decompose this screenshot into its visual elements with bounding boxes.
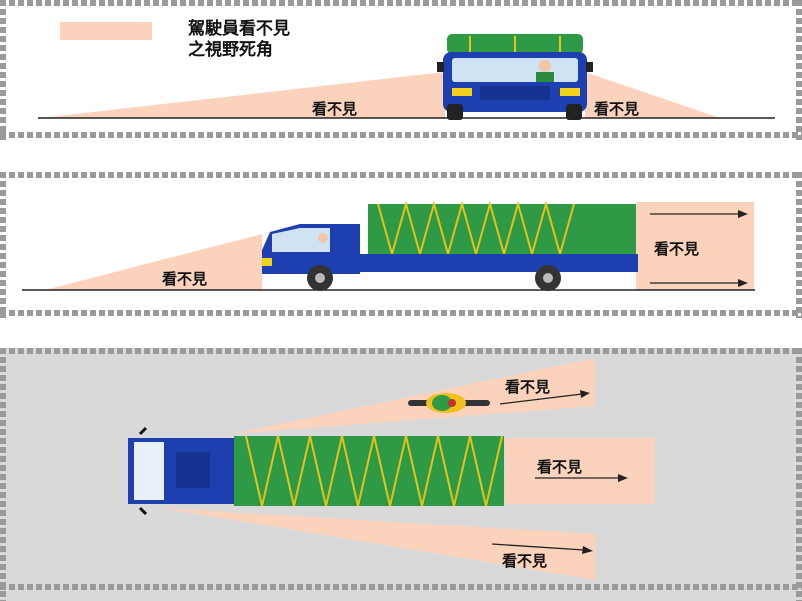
front-left-blind-zone (40, 72, 445, 118)
top-rear-blind-zone (505, 438, 655, 504)
label-side-rear: 看不見 (654, 240, 700, 258)
legend-swatch (60, 22, 152, 40)
label-front-left: 看不見 (312, 100, 358, 118)
label-side-front: 看不見 (162, 270, 208, 288)
truck-side-icon (262, 200, 638, 291)
top-bottom-blind-zone (160, 508, 595, 580)
legend-text-line2: 之視野死角 (188, 40, 273, 60)
panel-top-view: 看不見 看不見 看不見 (0, 348, 802, 601)
top-view-drawing (128, 358, 655, 580)
label-top-rear: 看不見 (537, 458, 583, 476)
label-front-right: 看不見 (594, 100, 640, 118)
panel-side-view: 看不見 看不見 (0, 172, 802, 318)
label-top-moto: 看不見 (505, 378, 551, 396)
front-right-blind-zone (585, 72, 720, 118)
side-view-drawing (22, 200, 755, 291)
front-view-drawing (38, 34, 775, 120)
truck-front-icon (437, 34, 593, 120)
motorcycle-icon (408, 393, 490, 413)
legend-text-line1: 駕駛員看不見 (188, 19, 290, 39)
label-top-bottom: 看不見 (502, 552, 548, 570)
side-rear-blind-zone (636, 202, 754, 290)
panel-front-view: 駕駛員看不見 之視野死角 看不見 看不見 (0, 0, 802, 140)
top-moto-blind-zone (232, 358, 595, 434)
side-front-blind-zone (45, 234, 262, 290)
truck-top-icon (128, 426, 504, 516)
